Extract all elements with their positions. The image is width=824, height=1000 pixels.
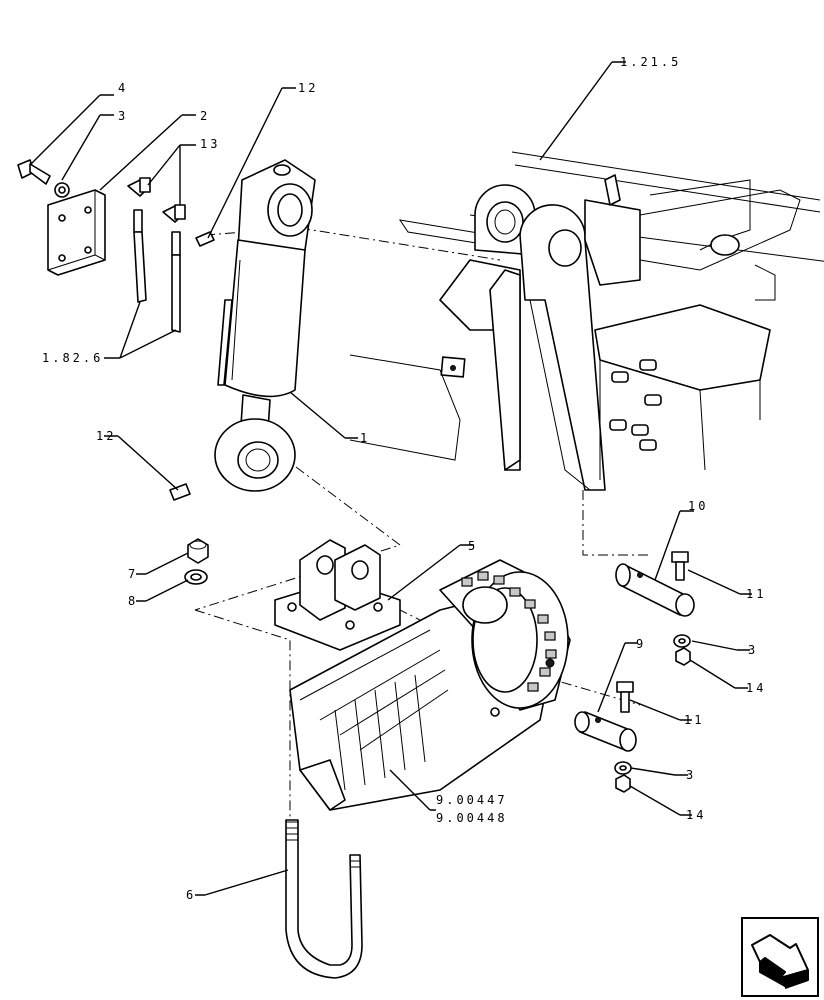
washer-8 <box>184 569 208 585</box>
nut-14b <box>615 774 631 793</box>
mounting-plate <box>47 189 106 276</box>
label-11-upper: 11 <box>746 587 766 601</box>
bolt-4 <box>17 159 51 185</box>
pin-9 <box>574 711 637 752</box>
hydraulic-cylinder <box>214 159 316 492</box>
label-10: 10 <box>688 499 708 513</box>
axle-teeth <box>461 571 557 692</box>
bolt-11b <box>616 681 634 713</box>
label-8: 8 <box>128 594 138 608</box>
leader-lines <box>29 61 752 896</box>
label-14-lower: 14 <box>686 808 706 822</box>
axle-housing <box>289 559 571 811</box>
next-page-button[interactable] <box>741 917 819 997</box>
label-4: 4 <box>118 81 128 95</box>
label-3-top: 3 <box>118 109 128 123</box>
bolt-11a <box>671 551 689 581</box>
label-5: 5 <box>468 539 478 553</box>
u-bolt-6 <box>285 819 363 979</box>
bracket-5 <box>274 539 401 651</box>
label-1-82-6: 1.82.6 <box>42 351 103 365</box>
label-3-right-upper: 3 <box>748 643 758 657</box>
label-13: 13 <box>200 137 220 151</box>
label-9-00448: 9.00448 <box>436 811 508 825</box>
frame-studs <box>609 359 662 451</box>
label-6: 6 <box>186 888 196 902</box>
washer-3b <box>673 634 691 648</box>
pin-10 <box>615 563 695 617</box>
grease-fitting-12a <box>195 231 215 247</box>
hoses <box>133 209 181 333</box>
nut-14a <box>675 647 691 666</box>
label-2: 2 <box>200 109 210 123</box>
elbow-fittings <box>127 177 186 223</box>
label-1: 1 <box>360 431 370 445</box>
label-12-top: 12 <box>298 81 318 95</box>
label-9-00447: 9.00447 <box>436 793 508 807</box>
washer-3 <box>54 182 70 198</box>
nut-7 <box>187 538 209 564</box>
arrow-next-icon <box>751 934 809 989</box>
label-14-upper: 14 <box>746 681 766 695</box>
label-9: 9 <box>636 637 646 651</box>
label-1-21-5: 1.21.5 <box>620 55 681 69</box>
callout-labels: 4 3 2 13 12 1.21.5 1.82.6 1 12 7 8 5 10 … <box>42 55 766 902</box>
label-3-right-lower: 3 <box>686 768 696 782</box>
label-7: 7 <box>128 567 138 581</box>
label-11-lower: 11 <box>684 713 704 727</box>
washer-3c <box>614 761 632 775</box>
label-12-left: 12 <box>96 429 116 443</box>
grease-fitting-12b <box>169 483 191 501</box>
loader-frame <box>349 151 824 491</box>
